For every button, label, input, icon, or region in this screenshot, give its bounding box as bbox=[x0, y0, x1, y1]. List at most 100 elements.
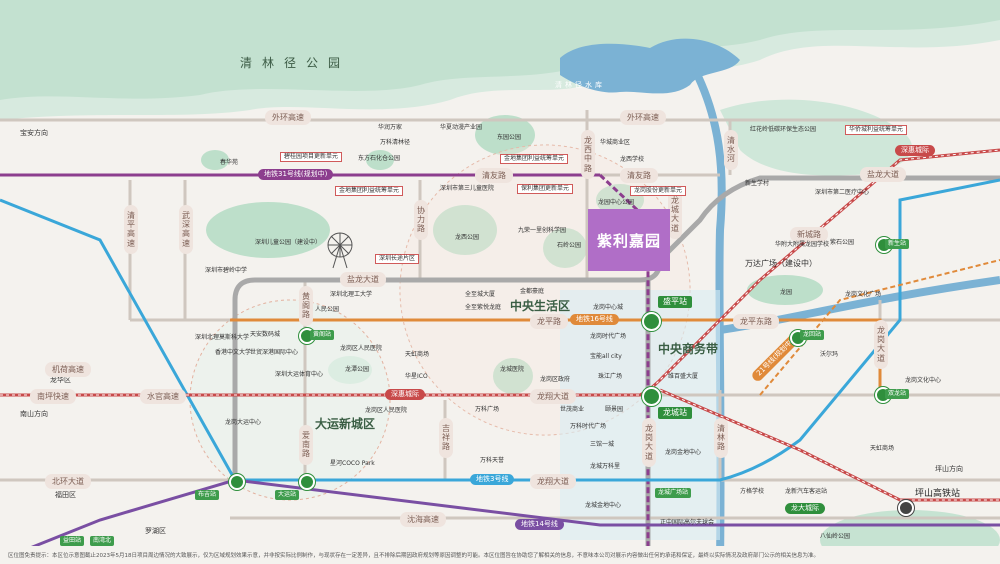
qingyou-tag-mid: 清友路 bbox=[475, 168, 513, 183]
longda-intercity-dash bbox=[659, 389, 1000, 501]
poi-label: 龙岗金地中心 bbox=[665, 449, 702, 456]
central-business-zone-label: 中央商务带 bbox=[658, 342, 719, 356]
waihuan-tag-right: 外环高速 bbox=[620, 110, 666, 125]
yanlong-tag: 盐龙大道 bbox=[340, 272, 386, 287]
wuhe-tag: 武深高速 bbox=[179, 205, 193, 254]
poi-label: 龙岗区政府 bbox=[540, 376, 571, 383]
shi-park-area bbox=[543, 228, 587, 268]
dayun-station-icon[interactable] bbox=[299, 474, 315, 490]
poi-label: 华润万家 bbox=[378, 124, 403, 131]
longxi-tag: 龙西中路 bbox=[581, 130, 595, 179]
yanlong-ring-road bbox=[232, 175, 1000, 480]
longxiang-tag: 龙翔大道 bbox=[530, 389, 576, 404]
pingshan-hsr-station[interactable]: 坪山高铁站 bbox=[915, 489, 961, 499]
baoli-update-tag: 保利集团更新单元 bbox=[517, 184, 574, 194]
qingshui-tag: 清水河 bbox=[724, 130, 738, 170]
longxi-park-area bbox=[433, 205, 497, 255]
metro-31-tag: 地铁31号线(规划中) bbox=[258, 169, 334, 180]
reservoir-label: 清林径水库 bbox=[555, 81, 605, 89]
baoan-direction: 宝安方向 bbox=[20, 129, 48, 137]
children-park-label: 深圳儿童公园（建设中） bbox=[255, 239, 322, 246]
poi-label: 紫石公园 bbox=[830, 239, 855, 246]
nanping-tag: 南坪快速 bbox=[30, 389, 76, 404]
metro-3-tag: 地铁3号线 bbox=[470, 474, 515, 485]
longhui-station[interactable]: 龙回站 bbox=[800, 330, 825, 340]
poi-label: 万科清林径 bbox=[380, 139, 411, 146]
xinsheng-station[interactable]: 新生站 bbox=[885, 239, 910, 249]
business-zone-fill bbox=[560, 290, 720, 540]
poi-label: 世茂商业 bbox=[560, 406, 585, 413]
poi-label: 珠江广场 bbox=[598, 373, 623, 380]
poi-label: 新生学村 bbox=[745, 180, 770, 187]
small-park-1 bbox=[201, 150, 229, 170]
ainan-tag: 爱南路 bbox=[299, 425, 313, 465]
hongfu-park-area bbox=[720, 99, 912, 176]
longpingdong-tag: 龙平东路 bbox=[733, 314, 779, 329]
buji-station-icon[interactable] bbox=[229, 474, 245, 490]
dayun-station[interactable]: 大运站 bbox=[275, 490, 300, 500]
poi-label: 天虹商场 bbox=[870, 445, 895, 452]
poi-label: 红花岭低碳环保生态公园 bbox=[750, 126, 817, 133]
project-block[interactable]: 紫利嘉园 bbox=[588, 209, 670, 271]
shenhui-intercity-dash bbox=[0, 149, 1000, 396]
poi-label: 深圳市第三儿童医院 bbox=[440, 185, 495, 192]
coco-park-label: 星河COCO Park bbox=[330, 460, 375, 467]
longcheng-station-icon[interactable] bbox=[642, 387, 661, 406]
poi-label: 深圳市第二医疗中心 bbox=[815, 189, 870, 196]
pingshan-direction: 坪山方向 bbox=[935, 465, 963, 473]
poi-label: 龙西学校 bbox=[620, 156, 645, 163]
poi-label: 九荣一里创科学园 bbox=[518, 227, 567, 234]
metro-line-14 bbox=[0, 478, 1000, 562]
poi-label: 春华苑 bbox=[220, 159, 239, 166]
poi-label: 天安数码城 bbox=[250, 331, 281, 338]
nanshan-direction: 南山方向 bbox=[20, 410, 48, 418]
poi-label: 天虹商场 bbox=[405, 351, 430, 358]
poi-label: 华夏动漫产业园 bbox=[440, 124, 483, 131]
jinmei-update-tag: 金地集团利益统筹单元 bbox=[335, 186, 404, 196]
longgang-avenue-tag: 龙岗大道 bbox=[642, 418, 656, 467]
pingshan-hsr-icon[interactable] bbox=[898, 500, 914, 516]
poi-label: 龙西公园 bbox=[455, 234, 480, 241]
longcheng-station[interactable]: 龙城站 bbox=[658, 407, 692, 419]
jihe-tag: 机荷高速 bbox=[45, 362, 91, 377]
waihuan-tag-left: 外环高速 bbox=[265, 110, 311, 125]
longgang-v-tag: 龙岗大道 bbox=[874, 320, 888, 369]
shengping-station-icon[interactable] bbox=[642, 312, 661, 331]
reservoir bbox=[560, 38, 740, 94]
futian-district: 福田区 bbox=[55, 491, 76, 499]
jixiang-tag: 吉祥路 bbox=[439, 418, 453, 458]
poi-label: 龙新汽车客运站 bbox=[785, 488, 828, 495]
poi-label: 华城商业区 bbox=[600, 139, 631, 146]
xieli-tag: 协力路 bbox=[414, 200, 428, 240]
poi-label: 深圳市碧岭中学 bbox=[205, 267, 248, 274]
poi-label: 龙城万科里 bbox=[590, 463, 621, 470]
poi-label: 颐景园 bbox=[605, 406, 624, 413]
poi-label: 石岭公园 bbox=[557, 242, 582, 249]
poi-label: 龙岗时代广场 bbox=[590, 333, 627, 340]
metro-line-3 bbox=[0, 178, 1000, 482]
qinglinjing-park-label: 清林径公园 bbox=[240, 56, 351, 70]
beihuan-tag: 北环大道 bbox=[45, 474, 91, 489]
shenhui-intercity-tag: 深惠城际 bbox=[895, 145, 935, 156]
poi-label: 东方石化仓公园 bbox=[358, 155, 401, 162]
poi-label: 万科天誉 bbox=[480, 457, 505, 464]
longda-intercity-tag: 龙大城际 bbox=[785, 503, 825, 514]
yitian-station[interactable]: 益田站 bbox=[60, 536, 85, 546]
dayun-zone-fill bbox=[189, 299, 391, 501]
poi-label: 龙城金地中心 bbox=[585, 502, 622, 509]
longcheng-square-station[interactable]: 龙城广场站 bbox=[655, 488, 692, 498]
poi-label: 全至紫悦龙庭 bbox=[465, 304, 502, 311]
huangge-station[interactable]: 黄阁站 bbox=[310, 330, 335, 340]
nanwan-station[interactable]: 南湾北 bbox=[90, 536, 115, 546]
shengping-station[interactable]: 盛平站 bbox=[658, 296, 692, 308]
poi-label: 世贸深港国际中心 bbox=[250, 349, 299, 356]
poi-label: 华星ICO bbox=[405, 373, 428, 380]
huaxia-school-label: 华附大附属龙园学校 bbox=[775, 241, 830, 248]
shenzhen-dev-tag: 深圳长途片区 bbox=[375, 254, 420, 264]
poi-label: 正中国际高尔夫球会 bbox=[660, 519, 715, 526]
longjing-update-tag: 龙岗股份更新单元 bbox=[630, 186, 687, 196]
buji-station[interactable]: 布吉站 bbox=[195, 490, 220, 500]
poi-label: 龙岗区人民医院 bbox=[340, 345, 383, 352]
shenhui-intercity-tag-2: 深惠城际 bbox=[385, 389, 425, 400]
shuanglong-station[interactable]: 双龙站 bbox=[885, 389, 910, 399]
